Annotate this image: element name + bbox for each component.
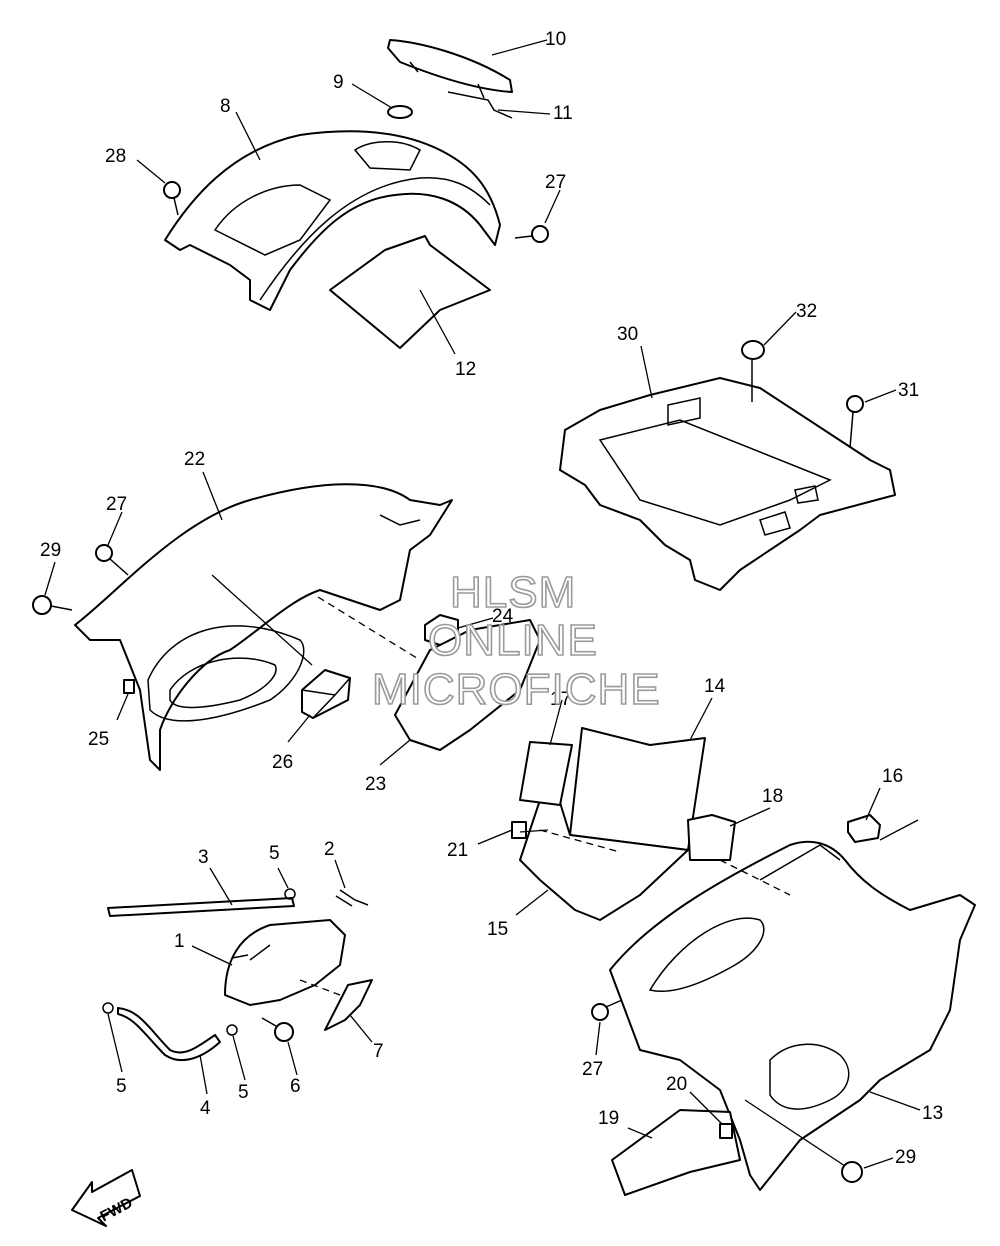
callout-29-left: 29: [40, 540, 61, 561]
part-22-side-cover: [74, 483, 453, 771]
part-15-sheet: [519, 769, 689, 921]
part-3-rod: [107, 897, 295, 917]
part-17-damper: [519, 741, 573, 806]
callout-5-left: 5: [116, 1076, 127, 1097]
reservoir-assembly: [102, 888, 373, 1062]
watermark: HLSM ONLINE MICROFICHE: [371, 567, 661, 715]
callout-27-left: 27: [106, 494, 127, 515]
part-27-screw-left: [95, 544, 129, 576]
callout-21: 21: [447, 840, 468, 861]
part-9-grommet: [387, 105, 413, 119]
right-side-cover-assembly: [591, 840, 976, 1196]
callout-20: 20: [666, 1074, 687, 1095]
callout-12: 12: [455, 359, 476, 380]
callout-25: 25: [88, 729, 109, 750]
callout-28: 28: [105, 146, 126, 167]
watermark-line-2: ONLINE: [428, 616, 598, 665]
callout-4: 4: [200, 1098, 211, 1119]
part-6-bolt: [261, 1017, 294, 1042]
part-30-bracket: [559, 377, 896, 591]
callout-6: 6: [290, 1076, 301, 1097]
part-21-damper: [511, 821, 527, 839]
part-1-tank: [224, 919, 346, 1006]
part-12-seal: [329, 235, 491, 349]
callout-23: 23: [365, 774, 386, 795]
callout-15: 15: [487, 919, 508, 940]
callout-11: 11: [553, 103, 573, 124]
frame-bracket-assembly: [559, 340, 896, 591]
callout-16: 16: [882, 766, 903, 787]
part-5-clamp: [284, 888, 296, 900]
part-14-sheet: [569, 727, 706, 851]
callout-29-right: 29: [895, 1147, 916, 1168]
forward-arrow-icon: [71, 1169, 141, 1227]
part-27-screw: [514, 225, 549, 243]
part-8-rear-fender: [164, 130, 501, 311]
callout-18: 18: [762, 786, 783, 807]
part-5-clamp-lower: [226, 1024, 238, 1036]
callout-31: 31: [898, 380, 919, 401]
part-19-sheet: [611, 1109, 741, 1196]
part-11-clip: [447, 91, 513, 119]
callout-14: 14: [704, 676, 726, 697]
callout-10: 10: [545, 29, 566, 50]
part-4-hose: [117, 1007, 221, 1062]
leader-lines: [44, 39, 921, 1169]
part-27-screw-right: [591, 999, 623, 1021]
part-18-damper: [687, 814, 736, 861]
part-10-cap: [387, 39, 513, 93]
watermark-line-1: HLSM: [450, 568, 576, 617]
callout-1: 1: [174, 931, 185, 952]
callout-27-right: 27: [582, 1059, 603, 1080]
callout-32: 32: [796, 301, 817, 322]
callout-5-lower: 5: [238, 1082, 249, 1103]
part-29-bolt: [32, 595, 73, 615]
forward-direction-indicator: FWD: [71, 1169, 141, 1227]
callout-8: 8: [220, 96, 231, 117]
part-7-sheet: [324, 979, 373, 1031]
callout-26: 26: [272, 752, 293, 773]
watermark-line-3: MICROFICHE: [372, 665, 661, 714]
callout-5-top: 5: [269, 843, 280, 864]
callout-7: 7: [373, 1041, 384, 1062]
callout-labels: 10 11 9 8 28 27 12 30 32 31 22 27 29 24 …: [40, 29, 943, 1168]
callout-17: 17: [550, 689, 571, 710]
callout-24: 24: [492, 606, 514, 627]
part-31-bolt: [846, 395, 864, 449]
callout-27-top: 27: [545, 172, 566, 193]
part-28-screw: [163, 181, 181, 216]
left-side-cover-assembly: [32, 483, 541, 771]
rear-fender-assembly: [163, 39, 549, 349]
callout-3: 3: [198, 847, 209, 868]
part-20-nut: [719, 1123, 733, 1139]
callout-30: 30: [617, 324, 638, 345]
part-25-nut: [123, 679, 135, 694]
center-sheets-assembly: [511, 727, 881, 921]
part-5-clamp-left: [102, 1002, 114, 1014]
callout-2: 2: [324, 839, 335, 860]
part-23-sheet: [394, 619, 541, 751]
callout-9: 9: [333, 72, 344, 93]
callout-22: 22: [184, 449, 205, 470]
callout-19: 19: [598, 1108, 619, 1129]
part-32-clamp: [741, 340, 765, 402]
part-29-bolt-right: [744, 1099, 863, 1183]
part-13-side-cover: [609, 840, 976, 1191]
callout-13: 13: [922, 1103, 943, 1124]
part-16-damper: [847, 814, 881, 843]
part-2-hose: [339, 889, 369, 906]
